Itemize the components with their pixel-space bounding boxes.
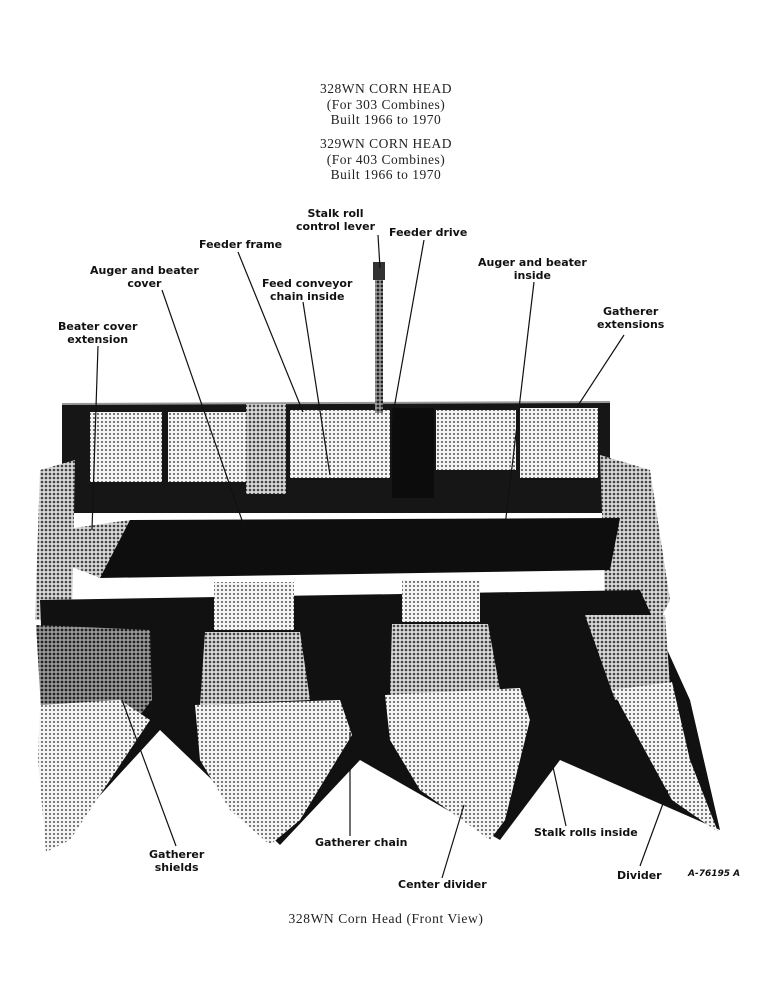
label-line: chain inside [269,290,345,303]
auger-beater-cover-shape [78,518,620,578]
label-line: extension [67,333,129,346]
model-title: 328WN CORN HEAD [320,81,452,96]
rear-frame [61,401,611,513]
label-line: Auger and beater [478,256,587,269]
model-years: Built 1966 to 1970 [330,167,442,182]
label-line: Stalk roll [307,207,364,220]
label-line: Gatherer [149,848,205,861]
figure-caption: 328WN Corn Head (Front View) [288,911,484,926]
label-line: Gatherer chain [315,836,408,849]
gatherer-right [585,615,718,832]
beater-cover-extension-shape [55,520,130,578]
label-feeder-drive: Feeder drive [389,226,467,239]
model-combine: (For 303 Combines) [326,96,446,112]
stalk-roll-control-lever [373,262,385,413]
label-auger-beater-cover: Auger and beater cover [90,264,199,290]
label-beater-cover-extension: Beater cover extension [58,320,137,346]
model-title: 329WN CORN HEAD [320,136,452,151]
label-line: extensions [597,318,665,331]
label-stalk-roll-control-lever: Stalk roll control lever [296,207,375,233]
gatherer-center-left [195,582,352,845]
label-gatherer-extensions: Gatherer extensions [597,305,664,331]
label-auger-beater-inside: Auger and beater inside [478,256,587,282]
label-feeder-frame: Feeder frame [199,238,282,251]
label-line: Auger and beater [90,264,199,277]
label-line: Gatherer [603,305,659,318]
leader-lines [91,234,669,879]
label-stalk-rolls-inside: Stalk rolls inside [534,826,638,839]
model-combine: (For 403 Combines) [326,151,446,167]
label-line: Stalk rolls inside [534,826,638,839]
label-center-divider: Center divider [398,878,487,891]
model-329wn-heading: 329WN CORN HEAD (For 403 Combines) Built… [0,136,772,183]
label-gatherer-chain: Gatherer chain [315,836,408,849]
gatherer-left [36,625,152,852]
gatherer-center-right [385,580,530,840]
label-line: Feeder drive [389,226,468,239]
label-line: Divider [617,869,662,882]
label-line: cover [127,277,162,290]
label-line: inside [513,269,552,282]
label-line: shields [154,861,199,874]
label-line: Feeder frame [199,238,283,251]
label-line: Feed conveyor [262,277,353,290]
figure-id: A-76195 A [688,869,741,879]
label-line: Beater cover [58,320,138,333]
label-feed-conveyor-chain: Feed conveyor chain inside [262,277,352,303]
model-328wn-heading: 328WN CORN HEAD (For 303 Combines) Built… [0,81,772,128]
model-years: Built 1966 to 1970 [330,112,442,127]
label-divider: Divider [617,869,662,882]
label-line: Center divider [398,878,487,891]
label-gatherer-shields: Gatherer shields [149,848,204,874]
label-line: control lever [296,220,376,233]
